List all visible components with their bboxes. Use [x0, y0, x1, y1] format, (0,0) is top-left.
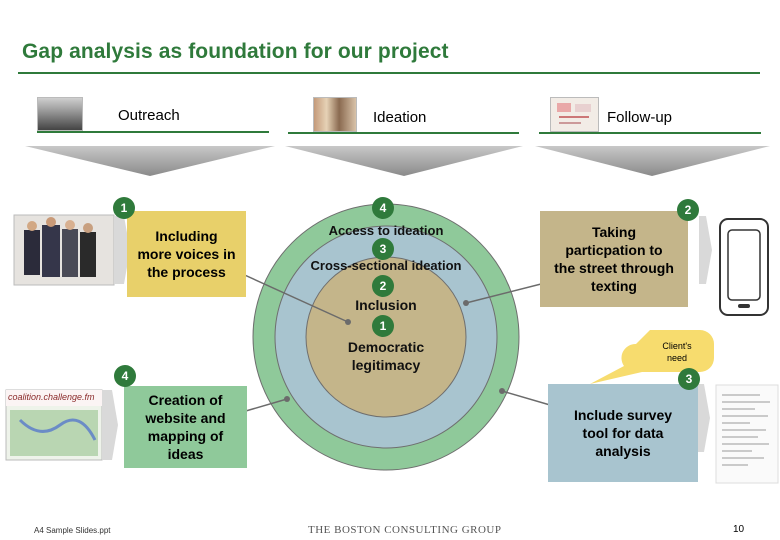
survey-arrow: [697, 384, 710, 452]
footer-filename: A4 Sample Slides.ppt: [34, 526, 111, 535]
texting-arrow: [699, 216, 712, 284]
badge-survey: 3: [678, 368, 700, 390]
badge-inclusion: 2: [372, 275, 394, 297]
client-need-text: Client's need: [652, 340, 702, 364]
ring-inclusion-label: Inclusion: [330, 297, 442, 313]
texting-box: Taking particpation to the street throug…: [540, 211, 688, 307]
ring-cross-label: Cross-sectional ideation: [296, 258, 476, 273]
badge-access: 4: [372, 197, 394, 219]
badge-democratic: 1: [372, 315, 394, 337]
badge-voices: 1: [113, 197, 135, 219]
voices-box: Including more voices in the process: [127, 211, 246, 297]
badge-cross: 3: [372, 238, 394, 260]
connector-survey: [502, 391, 550, 405]
badge-website: 4: [114, 365, 136, 387]
website-arrow: [102, 390, 118, 460]
page-number: 10: [733, 524, 744, 535]
website-banner-text: coalition.challenge.fm: [8, 392, 95, 402]
survey-box: Include survey tool for data analysis: [548, 384, 698, 482]
website-box: Creation of website and mapping of ideas: [124, 386, 247, 468]
ring-access-label: Access to ideation: [318, 223, 454, 238]
ring-democratic-label: Democratic legitimacy: [330, 338, 442, 374]
survey-screenshot: [716, 385, 778, 483]
badge-texting: 2: [677, 199, 699, 221]
footer-logo: THE BOSTON CONSULTING GROUP: [308, 524, 502, 536]
